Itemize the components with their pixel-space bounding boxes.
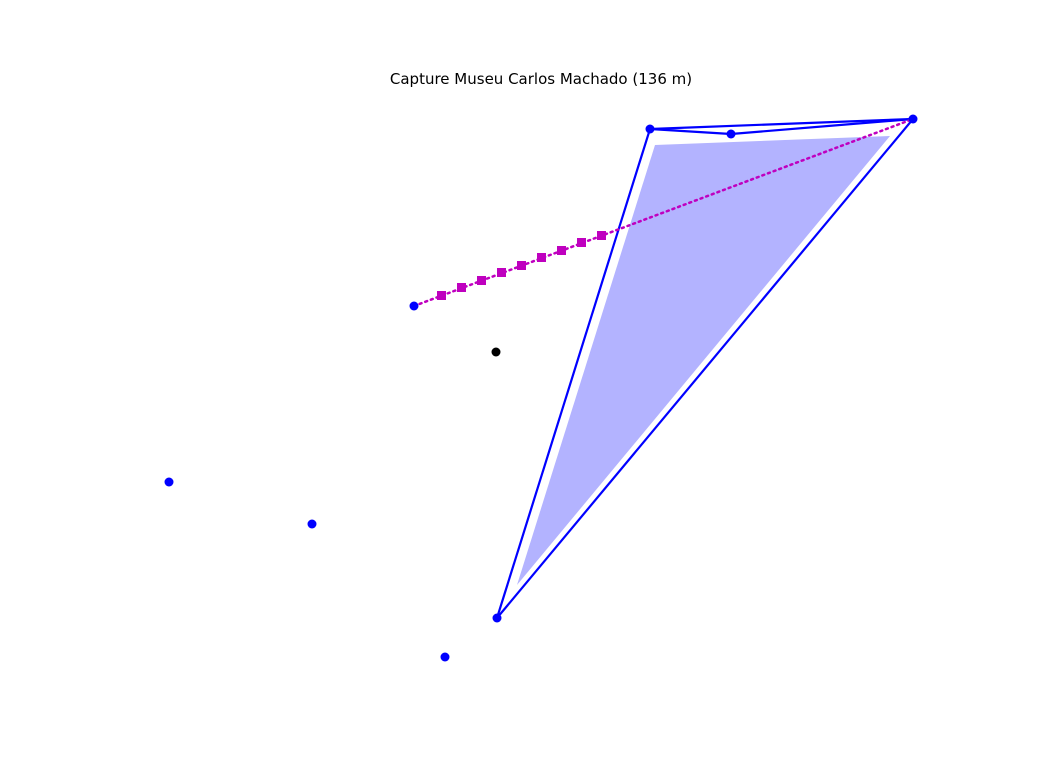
capture-path-markers [437,231,606,300]
path-marker [477,276,486,285]
portal-marker [645,124,655,134]
path-marker [597,231,606,240]
path-marker [577,238,586,247]
diagram-title: Capture Museu Carlos Machado (136 m) [390,70,692,88]
path-marker [517,261,526,270]
path-marker [457,283,466,292]
link [730,117,914,136]
portal-marker [409,301,419,311]
portals [164,114,918,662]
portal-marker [492,613,502,623]
link [649,117,914,131]
control-field [517,136,890,585]
path-marker [537,253,546,262]
link [495,128,652,619]
portal-marker [307,519,317,529]
portal-marker [164,477,174,487]
target-marker [491,347,501,357]
path-marker [437,291,446,300]
portal-marker [726,129,736,139]
links [495,117,914,619]
portal-marker [908,114,918,124]
link [496,118,914,619]
path-marker [557,246,566,255]
link [649,127,732,136]
portal-marker [440,652,450,662]
path-marker [497,268,506,277]
